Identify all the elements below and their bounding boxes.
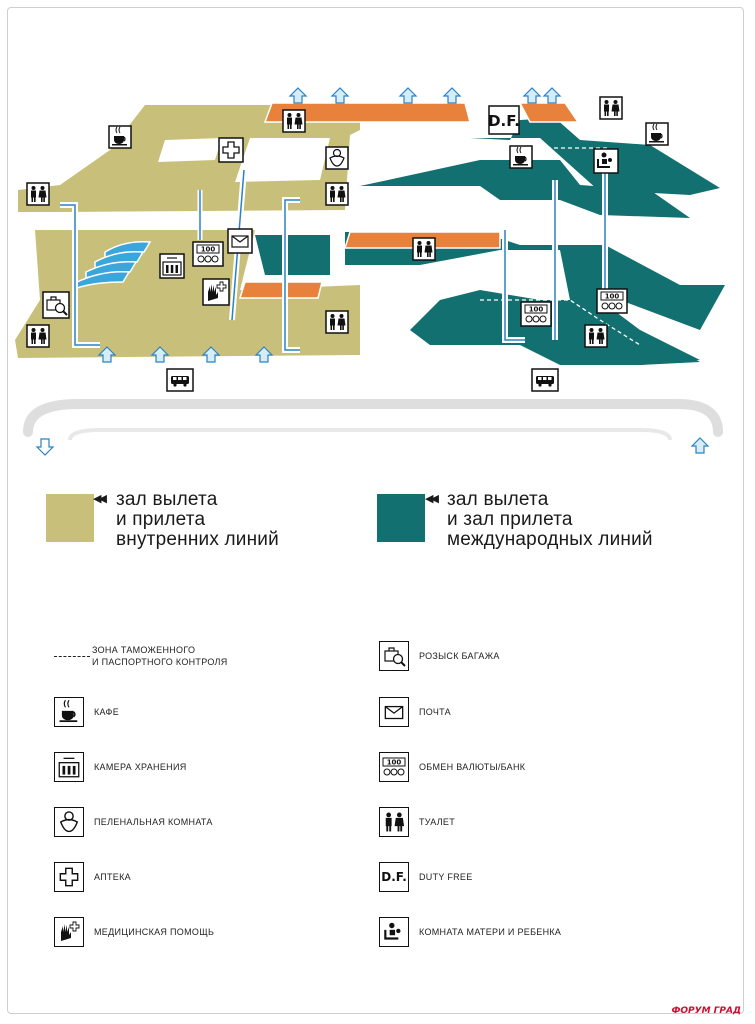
legend-baby-changing: ПЕЛЕНАЛЬНАЯ КОМНАТА [54, 807, 213, 837]
pharmacy-icon [54, 862, 84, 892]
legend-mail: ПОЧТА [379, 697, 451, 727]
exchange-icon-label: 100 [387, 759, 402, 767]
legend-pharmacy: АПТЕКА [54, 862, 131, 892]
cutout [158, 138, 222, 162]
cutout [235, 138, 330, 182]
international-swatch [377, 494, 425, 542]
medical-help-icon [54, 917, 84, 947]
mail-icon [379, 697, 409, 727]
mother-child-room-icon [379, 917, 409, 947]
boarding-gates [76, 240, 152, 290]
dashed-line-icon [54, 655, 90, 657]
duty-free-map-label: D.F. [488, 112, 520, 130]
brand-watermark: ФОРУМ ГРАД [671, 1006, 741, 1016]
legend-baggage-search: РОЗЫСК БАГАЖА [379, 641, 500, 671]
domestic-marker-icon: ◀◀ [93, 493, 107, 505]
legend-customs-zone: ЗОНА ТАМОЖЕННОГО И ПАСПОРТНОГО КОНТРОЛЯ [54, 644, 228, 668]
baggage-search-icon [379, 641, 409, 671]
luggage-storage-icon [54, 752, 84, 782]
domestic-swatch [46, 494, 94, 542]
road-direction-arrows [35, 437, 709, 456]
duty-free-icon: D.F. [379, 862, 409, 892]
legend-toilet: ТУАЛЕТ [379, 807, 455, 837]
legend-cafe: КАФЕ [54, 697, 119, 727]
terminal-map: 100 [15, 87, 725, 456]
legend-currency-exchange: 100 ОБМЕН ВАЛЮТЫ/БАНК [379, 752, 525, 782]
toilet-icon [379, 807, 409, 837]
cafe-icon [54, 697, 84, 727]
road [23, 399, 723, 441]
legend-medical-help: МЕДИЦИНСКАЯ ПОМОЩЬ [54, 917, 214, 947]
legend-duty-free: D.F. DUTY FREE [379, 862, 473, 892]
international-marker-icon: ◀◀ [425, 493, 439, 505]
legend-mother-child-room: КОМНАТА МАТЕРИ И РЕБЕНКА [379, 917, 561, 947]
legend-luggage-storage: КАМЕРА ХРАНЕНИЯ [54, 752, 187, 782]
domestic-zone-label: зал вылета и прилета внутренних линий [116, 489, 279, 550]
international-zone-label: зал вылета и зал прилета международных л… [447, 489, 653, 550]
baby-changing-icon [54, 807, 84, 837]
map-icons: D.F. [26, 96, 669, 392]
currency-exchange-icon: 100 [379, 752, 409, 782]
